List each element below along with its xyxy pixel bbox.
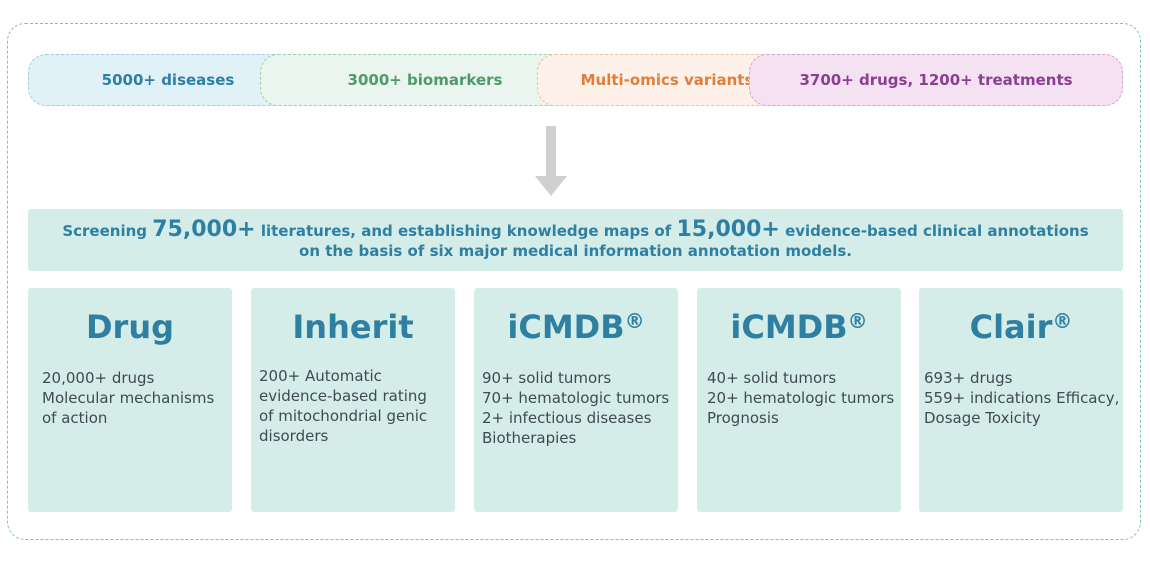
summary-banner: Screening 75,000+ literatures, and estab…	[28, 209, 1123, 271]
model-card-icmdb-1: iCMDB® 90+ solid tumors 70+ hematologic …	[474, 288, 678, 512]
card-title: Inherit	[292, 308, 414, 346]
literature-count: 75,000+	[152, 216, 256, 242]
diagram-frame	[7, 23, 1141, 540]
card-title: iCMDB®	[507, 308, 645, 346]
category-drugs-treatments: 3700+ drugs, 1200+ treatments	[749, 54, 1123, 106]
card-body: 90+ solid tumors 70+ hematologic tumors …	[482, 369, 670, 447]
down-arrow-icon	[535, 126, 567, 196]
card-title: Drug	[85, 308, 175, 346]
banner-line-1: Screening 75,000+ literatures, and estab…	[62, 216, 1089, 242]
model-card-inherit: Inherit 200+ Automatic evidence-based ra…	[251, 288, 455, 512]
card-body: 40+ solid tumors 20+ hematologic tumors …	[707, 369, 895, 427]
card-title: iCMDB®	[730, 308, 868, 346]
model-card-icmdb-2: iCMDB® 40+ solid tumors 20+ hematologic …	[697, 288, 901, 512]
card-title: Clair®	[969, 308, 1073, 346]
category-label: 3000+ biomarkers	[347, 71, 503, 89]
category-label: 3700+ drugs, 1200+ treatments	[799, 71, 1073, 89]
model-card-clair: Clair® 693+ drugs 559+ indications Effic…	[919, 288, 1123, 512]
card-body: 20,000+ drugs Molecular mechanisms of ac…	[42, 369, 215, 427]
category-label: 5000+ diseases	[101, 71, 235, 89]
card-body: 200+ Automatic evidence-based rating of …	[259, 367, 428, 445]
category-label: Multi-omics variants	[580, 71, 754, 89]
model-card-drug: Drug 20,000+ drugs Molecular mechanisms …	[28, 288, 232, 512]
category-biomarkers: 3000+ biomarkers	[260, 54, 590, 106]
card-body: 693+ drugs 559+ indications Efficacy, Do…	[924, 369, 1120, 427]
banner-line-2: on the basis of six major medical inform…	[299, 241, 852, 260]
annotation-count: 15,000+	[676, 216, 780, 242]
